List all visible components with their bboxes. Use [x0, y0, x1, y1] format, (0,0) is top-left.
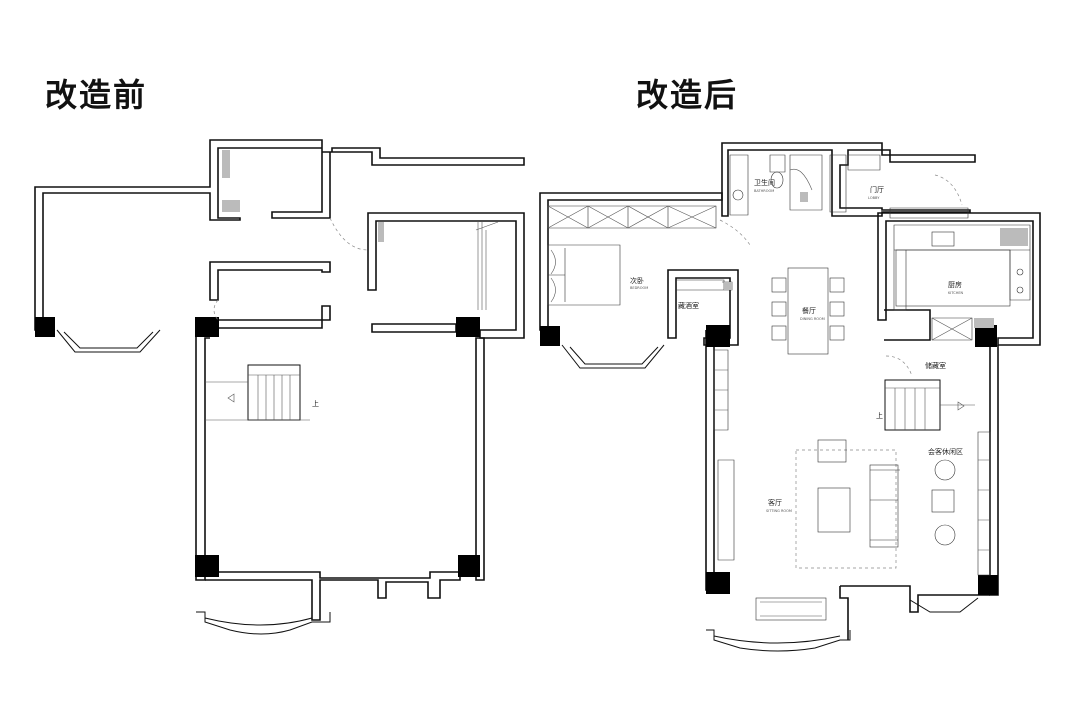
bathroom-fixtures: [729, 154, 823, 216]
title-after: 改造后: [636, 76, 739, 114]
bay-window-after-3: [909, 597, 979, 613]
kitchen-counters: [893, 224, 1031, 341]
wall-before-main-right: [475, 337, 485, 581]
column-before-2: [195, 317, 219, 337]
bay-window-before-1: [56, 329, 161, 353]
column-after-4: [706, 572, 730, 594]
label-bathroom: 卫生间: [754, 178, 775, 187]
dining-set: [771, 267, 845, 355]
window-before-right: [475, 221, 499, 310]
wall-before-north: [34, 139, 525, 331]
bay-window-before-2: [196, 611, 331, 635]
floorplan-after: 上 卫生间 BATHROOM 门厅 LOBBY: [539, 142, 1041, 652]
wall-before-inner2: [200, 305, 331, 329]
label-bedroom: 次卧: [630, 276, 644, 285]
wine-fixture: [724, 282, 732, 290]
label-lounge: 会客休闲区: [928, 447, 963, 456]
wall-after-main-left: [705, 330, 715, 591]
label-kitchen: 厨房: [948, 280, 962, 289]
door-swing-before-2: [213, 299, 219, 321]
fixture-before-1: [222, 150, 230, 178]
label-lobby-en: LOBBY: [868, 196, 880, 200]
living-furniture: [795, 431, 991, 576]
bay-window-after-2: [706, 597, 851, 652]
door-swing-before-1: [329, 217, 369, 251]
stair-before-up-label: 上: [312, 399, 319, 408]
label-wine: 藏酒室: [678, 301, 699, 310]
bed: [547, 244, 621, 306]
cabinet-row-top: [547, 205, 717, 229]
label-bathroom-en: BATHROOM: [754, 189, 774, 193]
wall-before-mid: [371, 323, 457, 333]
living-shelves-left: [713, 349, 735, 561]
wall-after-bottom: [714, 579, 990, 640]
stair-after: 上: [876, 355, 975, 431]
label-kitchen-en: KITCHEN: [948, 291, 964, 295]
label-living-en: SITTING ROOM: [766, 509, 792, 513]
label-storage: 储藏室: [925, 361, 946, 370]
label-dining: 餐厅: [802, 306, 816, 315]
wall-before-main: [195, 330, 210, 581]
column-after-5: [978, 575, 998, 595]
column-before-4: [195, 555, 219, 577]
fixture-before-2: [222, 200, 240, 212]
wall-after-kitchen-bottom: [884, 309, 931, 341]
stair-before: 上: [205, 364, 319, 421]
column-after-3: [975, 325, 997, 347]
label-living: 客厅: [768, 498, 782, 507]
stair-after-up-label: 上: [876, 411, 883, 420]
fixture-before-3: [378, 222, 384, 242]
wall-before-right: [367, 212, 525, 339]
column-after-2: [706, 325, 730, 347]
wall-before-inner: [209, 261, 331, 301]
title-before: 改造前: [45, 76, 148, 114]
wall-before-bottom: [205, 571, 461, 621]
wine-shelves: [676, 279, 733, 291]
column-before-3: [456, 317, 480, 337]
floorplan-before: 上: [34, 139, 525, 635]
label-lobby: 门厅: [870, 185, 884, 194]
column-after-1: [540, 326, 560, 346]
wall-after-main-right: [989, 340, 999, 596]
column-before-5: [458, 555, 480, 577]
door-swing-after-2: [719, 219, 751, 246]
label-bedroom-en: BEDROOM: [630, 286, 648, 290]
door-swing-after-1: [934, 174, 963, 206]
wall-after-kitchen: [877, 212, 1041, 346]
wall-after-top: [721, 142, 976, 217]
label-dining-en: DINING ROOM: [800, 317, 825, 321]
lobby-cabinets: [829, 154, 969, 219]
bay-window-after-1: [561, 344, 665, 369]
column-before-1: [35, 317, 55, 337]
